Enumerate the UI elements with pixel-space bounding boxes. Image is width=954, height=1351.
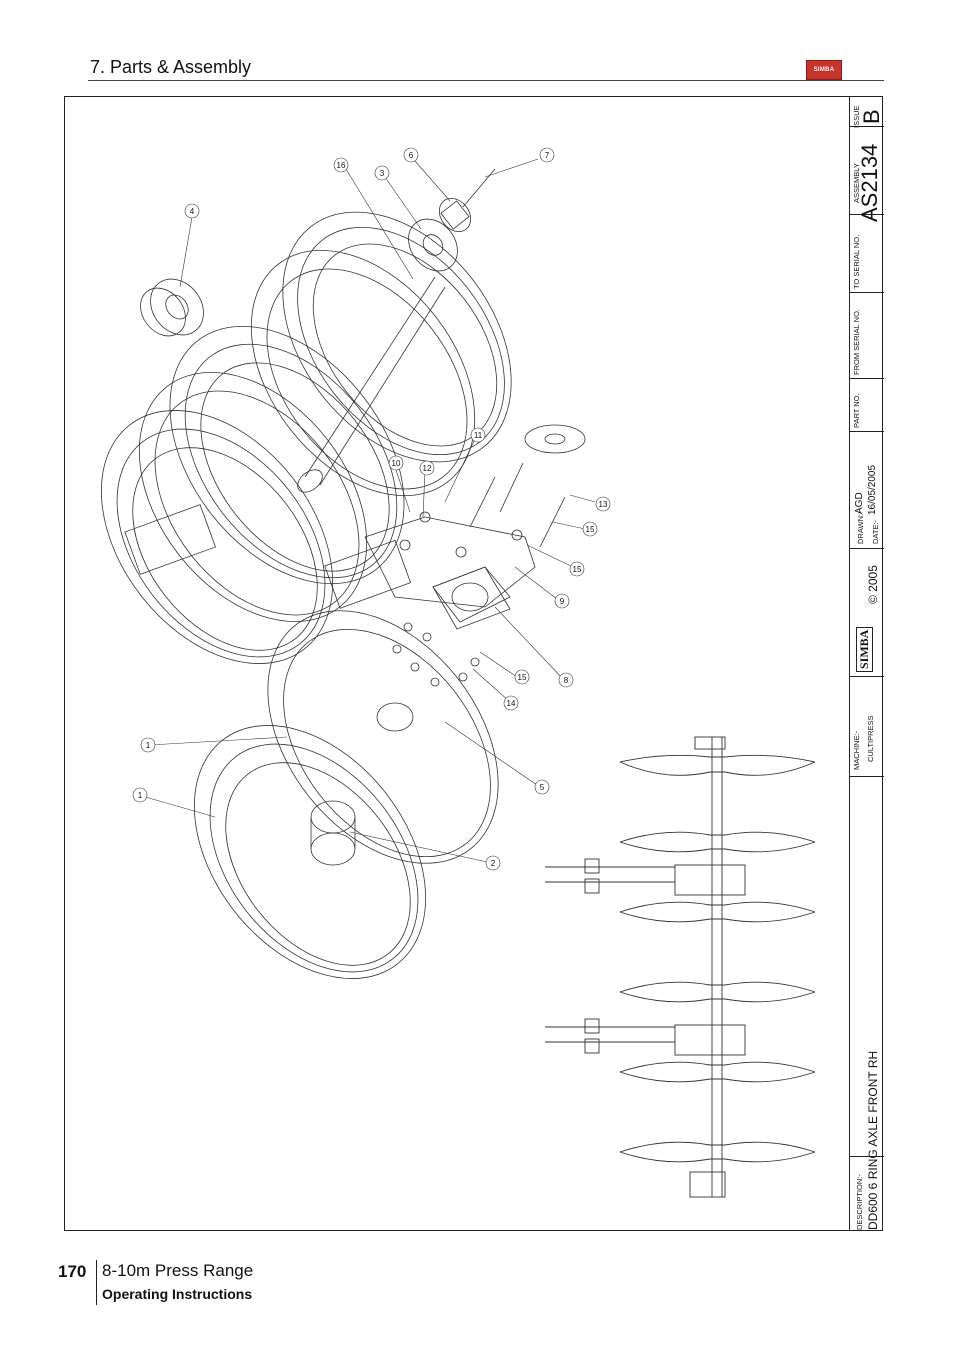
callout-15-c: 15 <box>518 673 527 682</box>
date-value: 16/05/2005 <box>867 464 878 515</box>
title-block-brand: SIMBA <box>856 626 873 672</box>
drawing-frame <box>64 96 883 1231</box>
bearing-housing-part-8 <box>432 566 511 630</box>
assembly-drawing: 16 6 3 7 4 11 10 12 13 15 15 9 8 15 14 1… <box>100 147 816 1198</box>
callout-6: 6 <box>409 151 414 160</box>
disc-mid-2 <box>138 372 368 622</box>
callout-15-b: 15 <box>573 565 582 574</box>
callout-7: 7 <box>545 151 550 160</box>
page-number: 170 <box>58 1262 87 1281</box>
footer-divider <box>96 1260 97 1305</box>
brand-logo: SIMBA <box>806 60 842 80</box>
to-serial-label: TO SERIAL NO. <box>852 234 861 289</box>
callout-15-a: 15 <box>586 525 595 534</box>
issue-value: B <box>859 109 884 124</box>
callout-10: 10 <box>392 459 401 468</box>
header-divider <box>88 80 884 81</box>
machine-label: MACHINE:- <box>852 730 861 770</box>
disc-lower-1 <box>267 610 499 864</box>
washer-part-11 <box>524 424 586 454</box>
machine-value: CULTIPRESS <box>866 715 875 762</box>
disc-mid-3 <box>100 410 334 664</box>
axle-shaft <box>304 276 436 478</box>
callout-2: 2 <box>491 859 496 868</box>
callout-1-b: 1 <box>138 791 143 800</box>
footer-subtitle: Operating Instructions <box>102 1286 253 1302</box>
title-block <box>849 96 884 1231</box>
disc-mid-1 <box>169 325 405 585</box>
callout-16: 16 <box>337 161 346 170</box>
split-pin-part-7 <box>462 168 496 208</box>
callout-1-a: 1 <box>146 741 151 750</box>
section-title: 7. Parts & Assembly <box>90 57 252 77</box>
side-elevation <box>545 736 816 1198</box>
callout-8: 8 <box>564 676 569 685</box>
callout-9: 9 <box>560 597 565 606</box>
callout-12: 12 <box>423 464 432 473</box>
description-value: DD600 6 RING AXLE FRONT RH <box>866 1050 880 1230</box>
spacer-part-4 <box>140 278 204 337</box>
drawn-label: DRAWN:- <box>856 511 865 544</box>
copyright: © 2005 <box>866 565 880 604</box>
from-serial-label: FROM SERIAL NO. <box>852 309 861 375</box>
footer-product: 8-10m Press Range <box>102 1261 254 1280</box>
callout-3: 3 <box>380 169 385 178</box>
assembly-value: AS2134 <box>857 143 882 222</box>
bearing-part-3 <box>408 218 458 272</box>
bracket-assembly <box>124 504 536 623</box>
disc-lower-2 <box>193 725 427 979</box>
disc-top-2 <box>250 249 476 497</box>
date-label: DATE:- <box>871 519 880 544</box>
brand-logo-text: SIMBA <box>813 67 835 73</box>
callout-11: 11 <box>474 431 483 440</box>
bolt-set <box>392 462 566 687</box>
description-label: DESCRIPTION:- <box>855 1174 864 1230</box>
callout-4: 4 <box>190 207 195 216</box>
castle-nut-part-6 <box>438 198 472 232</box>
disc-top-1 <box>282 211 512 463</box>
callout-13: 13 <box>599 500 608 509</box>
part-no-label: PART NO. <box>852 393 861 428</box>
drawn-value: AGD <box>854 492 865 514</box>
callout-5: 5 <box>540 783 545 792</box>
callout-14: 14 <box>507 699 516 708</box>
